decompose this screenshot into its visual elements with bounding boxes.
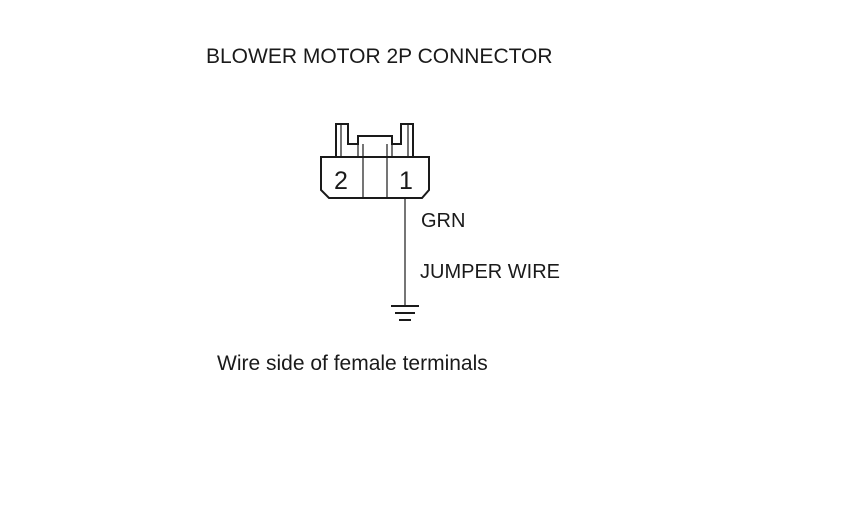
- diagram-caption: Wire side of female terminals: [217, 352, 488, 375]
- pin-1-label: 1: [399, 167, 413, 195]
- connector-2p: 2 1: [320, 123, 430, 199]
- jumper-wire-label: JUMPER WIRE: [420, 261, 560, 283]
- wire-color-label: GRN: [421, 210, 465, 232]
- connector-key: [362, 144, 388, 198]
- connector-latch-inner: [340, 124, 409, 157]
- pin-2-label: 2: [334, 167, 348, 195]
- connector-latch-left: [335, 123, 414, 157]
- diagram-title: BLOWER MOTOR 2P CONNECTOR: [206, 45, 553, 68]
- ground-icon: [391, 305, 419, 321]
- connector-housing: [320, 156, 430, 199]
